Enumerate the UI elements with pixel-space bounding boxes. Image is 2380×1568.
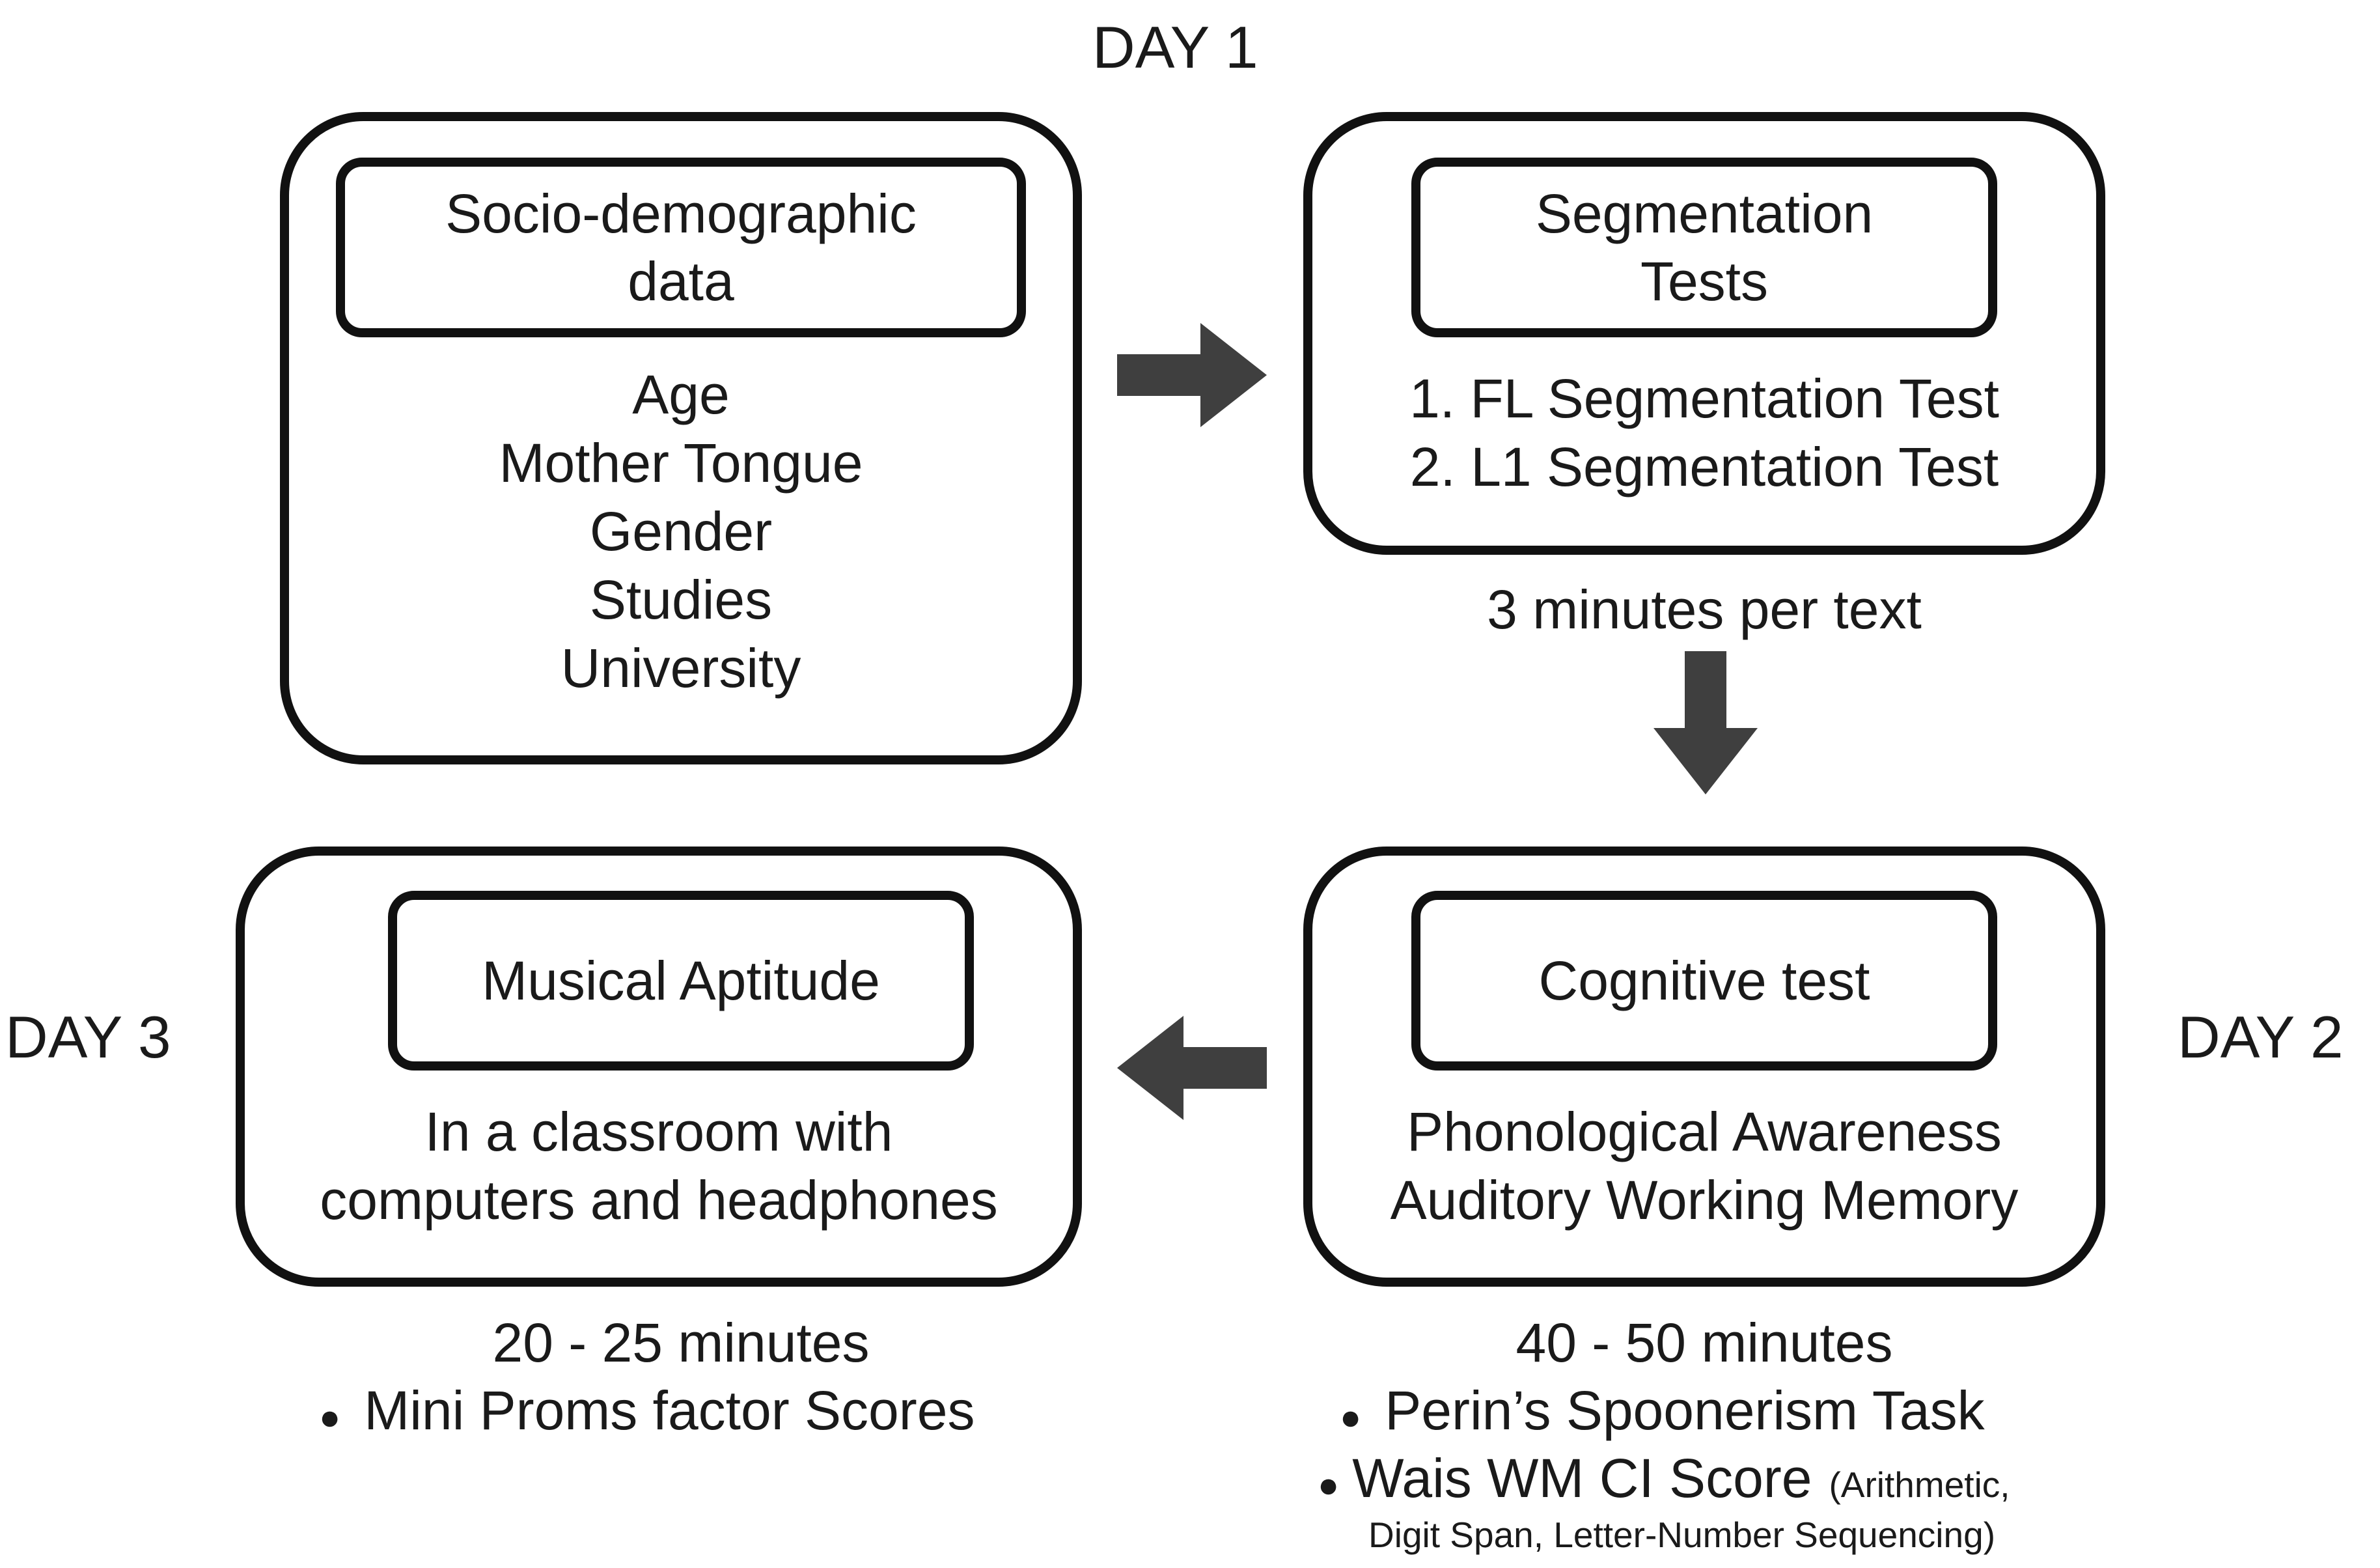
- segmentation-item: 2. L1 Segmentation Test: [1409, 436, 1999, 497]
- cognitive-bullet-2-note: (Arithmetic,: [1829, 1464, 2010, 1505]
- bullet-icon: ●: [1340, 1397, 1362, 1437]
- cognitive-bullet-2-note-continued: Digit Span, Letter-Number Sequencing): [1368, 1515, 1996, 1555]
- sociodemographic-item: University: [560, 637, 801, 699]
- musical-duration: 20 - 25 minutes: [492, 1312, 870, 1373]
- segmentation-title-line: Segmentation: [1535, 182, 1874, 244]
- musical-title: Musical Aptitude: [482, 949, 880, 1011]
- sociodemographic-item: Studies: [589, 569, 773, 630]
- musical-bullet-proms: ● Mini Proms factor Scores: [319, 1377, 975, 1445]
- cognitive-items: Phonological Awareness Auditory Working …: [1303, 1098, 2105, 1235]
- day-3-label: DAY 3: [5, 1005, 171, 1071]
- sociodemographic-item: Gender: [589, 501, 773, 562]
- segmentation-title-box: Segmentation Tests: [1411, 158, 1997, 337]
- arrow-down-icon: [1654, 651, 1758, 794]
- cognitive-panel: [1303, 847, 2105, 1287]
- bullet-icon: ●: [319, 1397, 341, 1437]
- sociodemographic-items: Age Mother Tongue Gender Studies Univers…: [280, 361, 1082, 703]
- musical-bullet-1-text: Mini Proms factor Scores: [364, 1380, 975, 1441]
- musical-title-box: Musical Aptitude: [388, 891, 974, 1071]
- bullet-icon: ●: [1318, 1464, 1340, 1505]
- sociodemographic-title-line: data: [628, 251, 734, 312]
- arrow-right-icon: [1117, 323, 1267, 427]
- sociodemographic-title-box: Socio-demographic data: [336, 158, 1026, 337]
- musical-item: computers and headphones: [320, 1169, 998, 1231]
- segmentation-title-line: Tests: [1640, 251, 1769, 312]
- sociodemographic-item: Age: [632, 364, 730, 425]
- musical-items: In a classroom with computers and headph…: [236, 1098, 1082, 1235]
- day-1-label: DAY 1: [1092, 15, 1258, 81]
- cognitive-item: Auditory Working Memory: [1390, 1169, 2019, 1231]
- segmentation-panel: [1303, 112, 2105, 555]
- arrow-left-icon: [1117, 1016, 1267, 1120]
- musical-item: In a classroom with: [424, 1101, 893, 1162]
- cognitive-bullet-wais: ● Wais WM CI Score (Arithmetic,: [1318, 1444, 2010, 1513]
- sociodemographic-item: Mother Tongue: [499, 432, 863, 494]
- cognitive-title-box: Cognitive test: [1411, 891, 1997, 1071]
- cognitive-bullet-spoonerism: ● Perin’s Spoonerism Task: [1340, 1377, 1985, 1445]
- day-2-label: DAY 2: [2178, 1005, 2344, 1071]
- musical-panel: [236, 847, 1082, 1287]
- cognitive-bullet-1-text: Perin’s Spoonerism Task: [1385, 1380, 1985, 1441]
- sociodemographic-title-line: Socio-demographic: [445, 182, 917, 244]
- segmentation-duration: 3 minutes per text: [1487, 579, 1922, 640]
- sociodemographic-panel: [280, 112, 1082, 764]
- cognitive-bullet-2-text: Wais WM CI Score: [1352, 1448, 1812, 1509]
- segmentation-item: 1. FL Segmentation Test: [1409, 368, 1999, 429]
- cognitive-item: Phonological Awareness: [1407, 1101, 2002, 1162]
- cognitive-title: Cognitive test: [1538, 949, 1870, 1011]
- cognitive-duration: 40 - 50 minutes: [1515, 1312, 1893, 1373]
- segmentation-items: 1. FL Segmentation Test 2. L1 Segmentati…: [1303, 365, 2105, 501]
